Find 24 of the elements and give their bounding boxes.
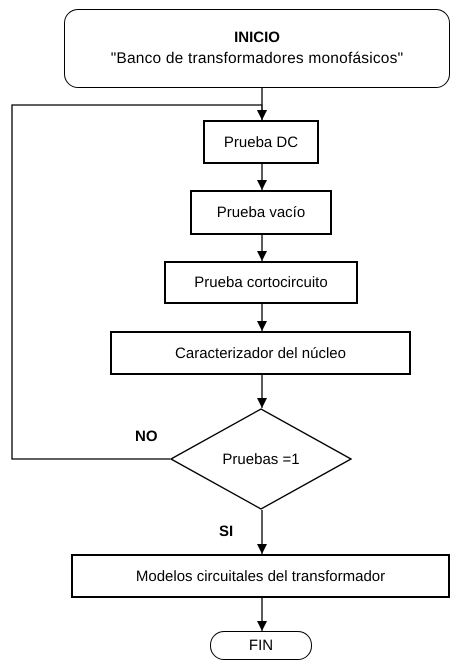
- process-box: [110, 331, 411, 375]
- arrow: [257, 598, 267, 631]
- arrow: [257, 164, 267, 190]
- arrow: [257, 235, 267, 261]
- decision-diamond: [170, 408, 352, 510]
- step-text: Pruebas =1: [222, 450, 300, 468]
- step-text: Prueba cortocircuito: [194, 274, 328, 291]
- process-box: [203, 120, 319, 164]
- arrow: [257, 510, 267, 554]
- arrow: [257, 375, 267, 408]
- process-box: [71, 554, 450, 598]
- step-heading: INICIO: [234, 29, 280, 46]
- terminal-box: [210, 631, 312, 660]
- process-box: [190, 190, 332, 235]
- step-text: Caracterizador del núcleo: [175, 344, 346, 362]
- step-text: Prueba vacío: [216, 204, 306, 221]
- arrow: [257, 304, 267, 331]
- arrow: [11, 104, 267, 460]
- step-text: Prueba DC: [224, 134, 298, 150]
- step-text: Modelos circuitales del transformador: [136, 568, 386, 584]
- step-text: FIN: [248, 637, 274, 654]
- process-box: [164, 261, 358, 304]
- terminal-box: [64, 9, 450, 88]
- step-text: "Banco de transformadores monofásicos": [110, 50, 404, 68]
